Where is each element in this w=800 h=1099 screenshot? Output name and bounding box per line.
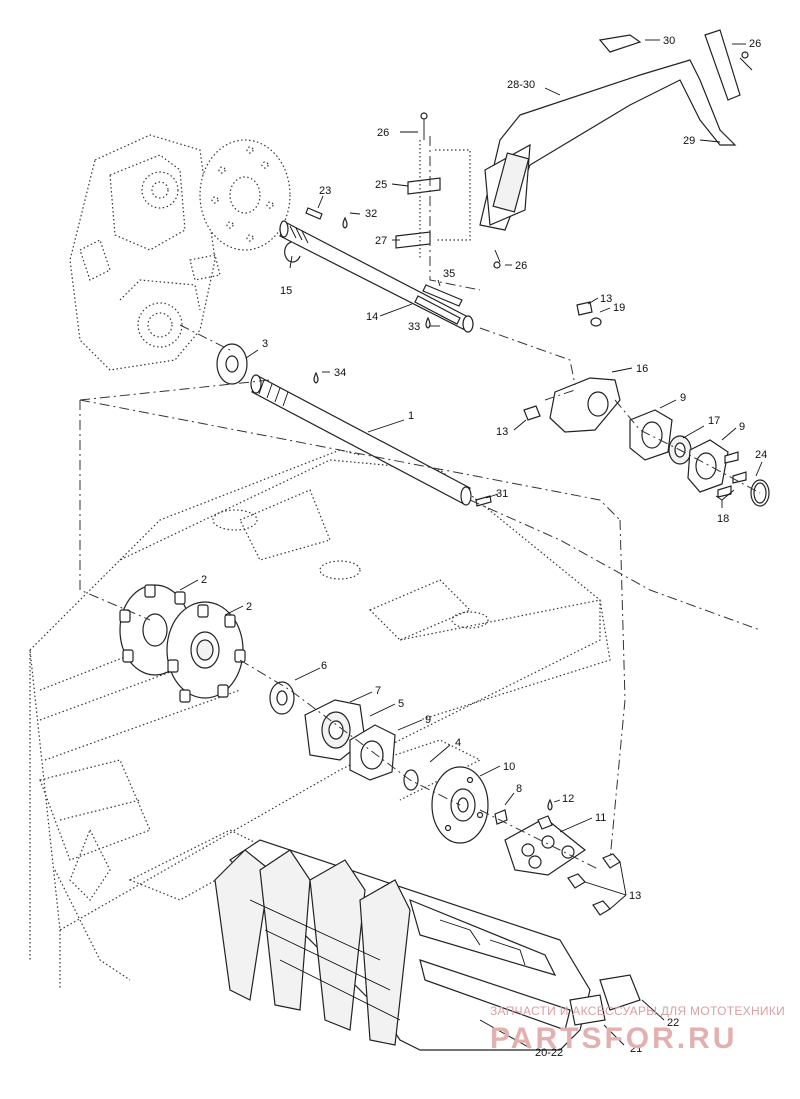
callout-17: 17 bbox=[708, 415, 720, 427]
callout-25: 25 bbox=[375, 179, 387, 191]
callout-12: 12 bbox=[562, 793, 574, 805]
assembly-lines bbox=[79, 136, 761, 871]
callout-3: 3 bbox=[262, 338, 268, 350]
caliper-bracket bbox=[504, 815, 587, 876]
callout-13: 13 bbox=[496, 426, 508, 438]
grease-drop-34 bbox=[313, 371, 319, 384]
callout-21: 21 bbox=[630, 1043, 642, 1055]
callout-9: 9 bbox=[680, 392, 686, 404]
callout-5: 5 bbox=[398, 698, 404, 710]
watermark-brand: PARTSFOR.RU bbox=[490, 1022, 737, 1055]
callout-29: 29 bbox=[683, 135, 695, 147]
chain-guard bbox=[479, 29, 753, 231]
callout-35: 35 bbox=[443, 268, 455, 280]
sprocket-hub bbox=[269, 681, 295, 715]
callout-26: 26 bbox=[515, 260, 527, 272]
callout-2: 2 bbox=[246, 601, 252, 613]
callout-16: 16 bbox=[636, 363, 648, 375]
key bbox=[305, 207, 323, 220]
drive-sprockets bbox=[119, 584, 246, 703]
grease-drop-33 bbox=[425, 316, 431, 329]
guard-bracket bbox=[395, 112, 501, 269]
drive-shaft-main bbox=[250, 374, 472, 506]
callout-19: 19 bbox=[613, 302, 625, 314]
thrust-washer bbox=[216, 343, 248, 385]
spring bbox=[494, 809, 508, 825]
callout-13: 13 bbox=[629, 890, 641, 902]
callout-18: 18 bbox=[717, 513, 729, 525]
watermark-tagline: ЗАПЧАСТИ И АКСЕССУАРЫ ДЛЯ МОТОТЕХНИКИ bbox=[490, 1004, 785, 1018]
callout-10: 10 bbox=[503, 761, 515, 773]
callout-8: 8 bbox=[516, 783, 522, 795]
callout-2: 2 bbox=[201, 574, 207, 586]
callout-24: 24 bbox=[755, 449, 767, 461]
callout-27: 27 bbox=[375, 235, 387, 247]
callout-14: 14 bbox=[366, 311, 378, 323]
bearing-flange-assembly bbox=[523, 301, 770, 507]
callout-11: 11 bbox=[595, 812, 606, 824]
drive-track bbox=[214, 839, 641, 1051]
callout-15: 15 bbox=[280, 285, 292, 297]
callout-22: 22 bbox=[667, 1017, 679, 1029]
callout-26: 26 bbox=[377, 127, 389, 139]
callout-13: 13 bbox=[600, 293, 612, 305]
grease-drop-12 bbox=[547, 798, 553, 811]
callout-34: 34 bbox=[334, 367, 346, 379]
brake-disc bbox=[199, 139, 291, 251]
callout-28-30: 28-30 bbox=[507, 79, 535, 91]
long-key bbox=[422, 284, 463, 307]
callout-6: 6 bbox=[321, 660, 327, 672]
callout-33: 33 bbox=[408, 321, 420, 333]
callout-23: 23 bbox=[319, 185, 331, 197]
callout-26: 26 bbox=[749, 38, 761, 50]
callout-1: 1 bbox=[408, 410, 414, 422]
leader-lines bbox=[179, 39, 763, 1049]
shaft-bolt bbox=[475, 495, 492, 507]
grease-drop-32 bbox=[342, 216, 348, 229]
callout-labels: 30 26 28-30 26 29 23 32 25 27 26 15 35 1… bbox=[201, 35, 767, 1059]
callout-30: 30 bbox=[663, 35, 675, 47]
callout-20-22: 20-22 bbox=[535, 1047, 563, 1059]
callout-31: 31 bbox=[496, 488, 508, 500]
callout-4: 4 bbox=[455, 737, 461, 749]
watermark: ЗАПЧАСТИ И АКСЕССУАРЫ ДЛЯ МОТОТЕХНИКИ PA… bbox=[490, 1004, 785, 1055]
drive-shaft-upper bbox=[279, 220, 474, 333]
chaincase-housing bbox=[69, 134, 221, 371]
callout-32: 32 bbox=[365, 208, 377, 220]
callout-7: 7 bbox=[375, 685, 381, 697]
circlip bbox=[284, 241, 301, 263]
callout-9: 9 bbox=[739, 421, 745, 433]
callout-9: 9 bbox=[425, 714, 431, 726]
